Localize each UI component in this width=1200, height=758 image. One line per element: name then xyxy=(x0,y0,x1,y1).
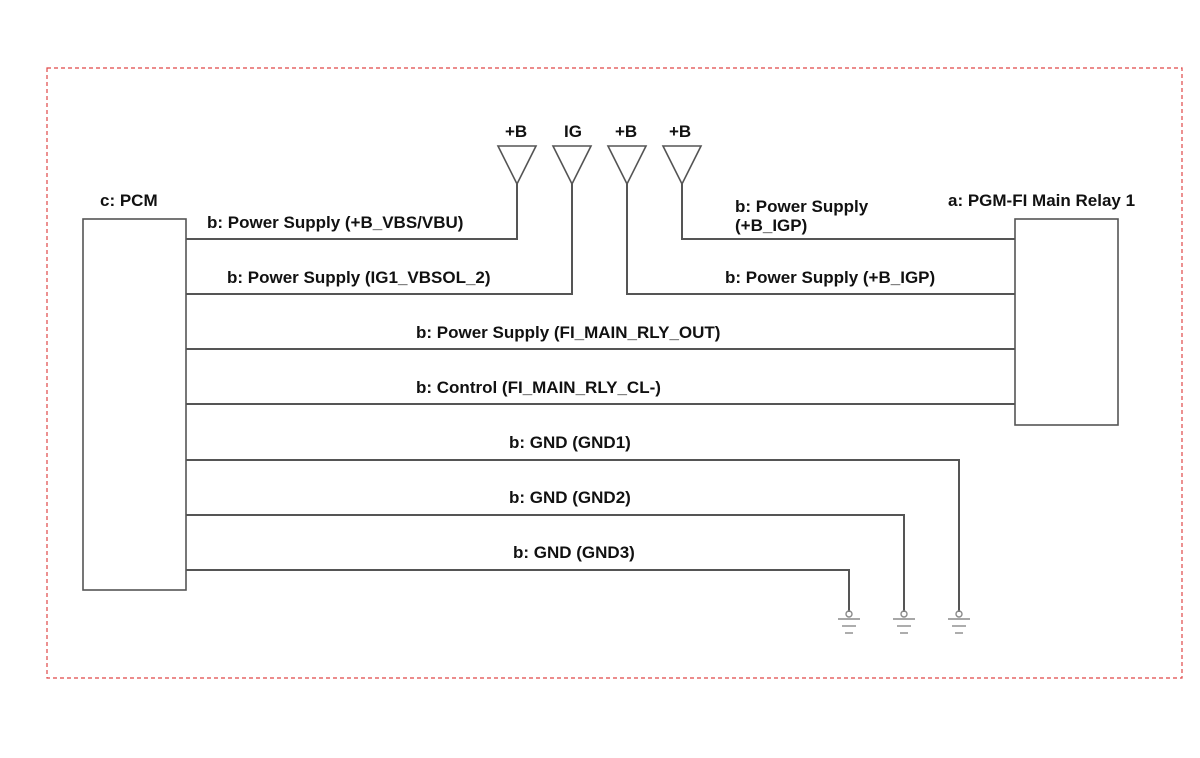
supply-label-3: +B xyxy=(615,122,637,141)
supply-triangle-3 xyxy=(606,145,648,186)
supply-label-4: +B xyxy=(669,122,691,141)
boundary-frame xyxy=(46,67,1183,679)
supply-triangle-2 xyxy=(551,145,593,186)
wire-label-ig1: b: Power Supply (IG1_VBSOL_2) xyxy=(227,268,491,287)
wire-gnd1 xyxy=(186,459,960,612)
ground-symbol-1 xyxy=(948,610,970,634)
relay-box xyxy=(1014,218,1119,426)
ground-symbol-2 xyxy=(893,610,915,634)
wire-gnd2 xyxy=(186,514,905,612)
supply-label-1: +B xyxy=(505,122,527,141)
wire-label-gnd3: b: GND (GND3) xyxy=(513,543,635,562)
wire-label-rly-out: b: Power Supply (FI_MAIN_RLY_OUT) xyxy=(416,323,720,342)
wire-igp-mid xyxy=(626,184,1015,295)
supply-label-2: IG xyxy=(564,122,582,141)
wire-ig1 xyxy=(186,184,573,295)
supply-triangle-1 xyxy=(496,145,538,186)
wire-label-control: b: Control (FI_MAIN_RLY_CL-) xyxy=(416,378,661,397)
relay-label: a: PGM-FI Main Relay 1 xyxy=(948,191,1135,210)
wire-label-igp-top-1: b: Power Supply xyxy=(735,197,869,216)
wire-igp-top xyxy=(681,184,1015,240)
wire-label-igp-mid: b: Power Supply (+B_IGP) xyxy=(725,268,935,287)
pcm-box xyxy=(82,218,187,591)
wire-label-gnd1: b: GND (GND1) xyxy=(509,433,631,452)
wire-gnd3 xyxy=(186,569,850,612)
wire-label-gnd2: b: GND (GND2) xyxy=(509,488,631,507)
ground-symbol-3 xyxy=(838,610,860,634)
wire-label-vbs: b: Power Supply (+B_VBS/VBU) xyxy=(207,213,463,232)
wire-label-igp-top-2: (+B_IGP) xyxy=(735,216,807,235)
supply-triangle-4 xyxy=(661,145,703,186)
wire-vbs xyxy=(186,184,518,240)
pcm-label: c: PCM xyxy=(100,191,158,210)
